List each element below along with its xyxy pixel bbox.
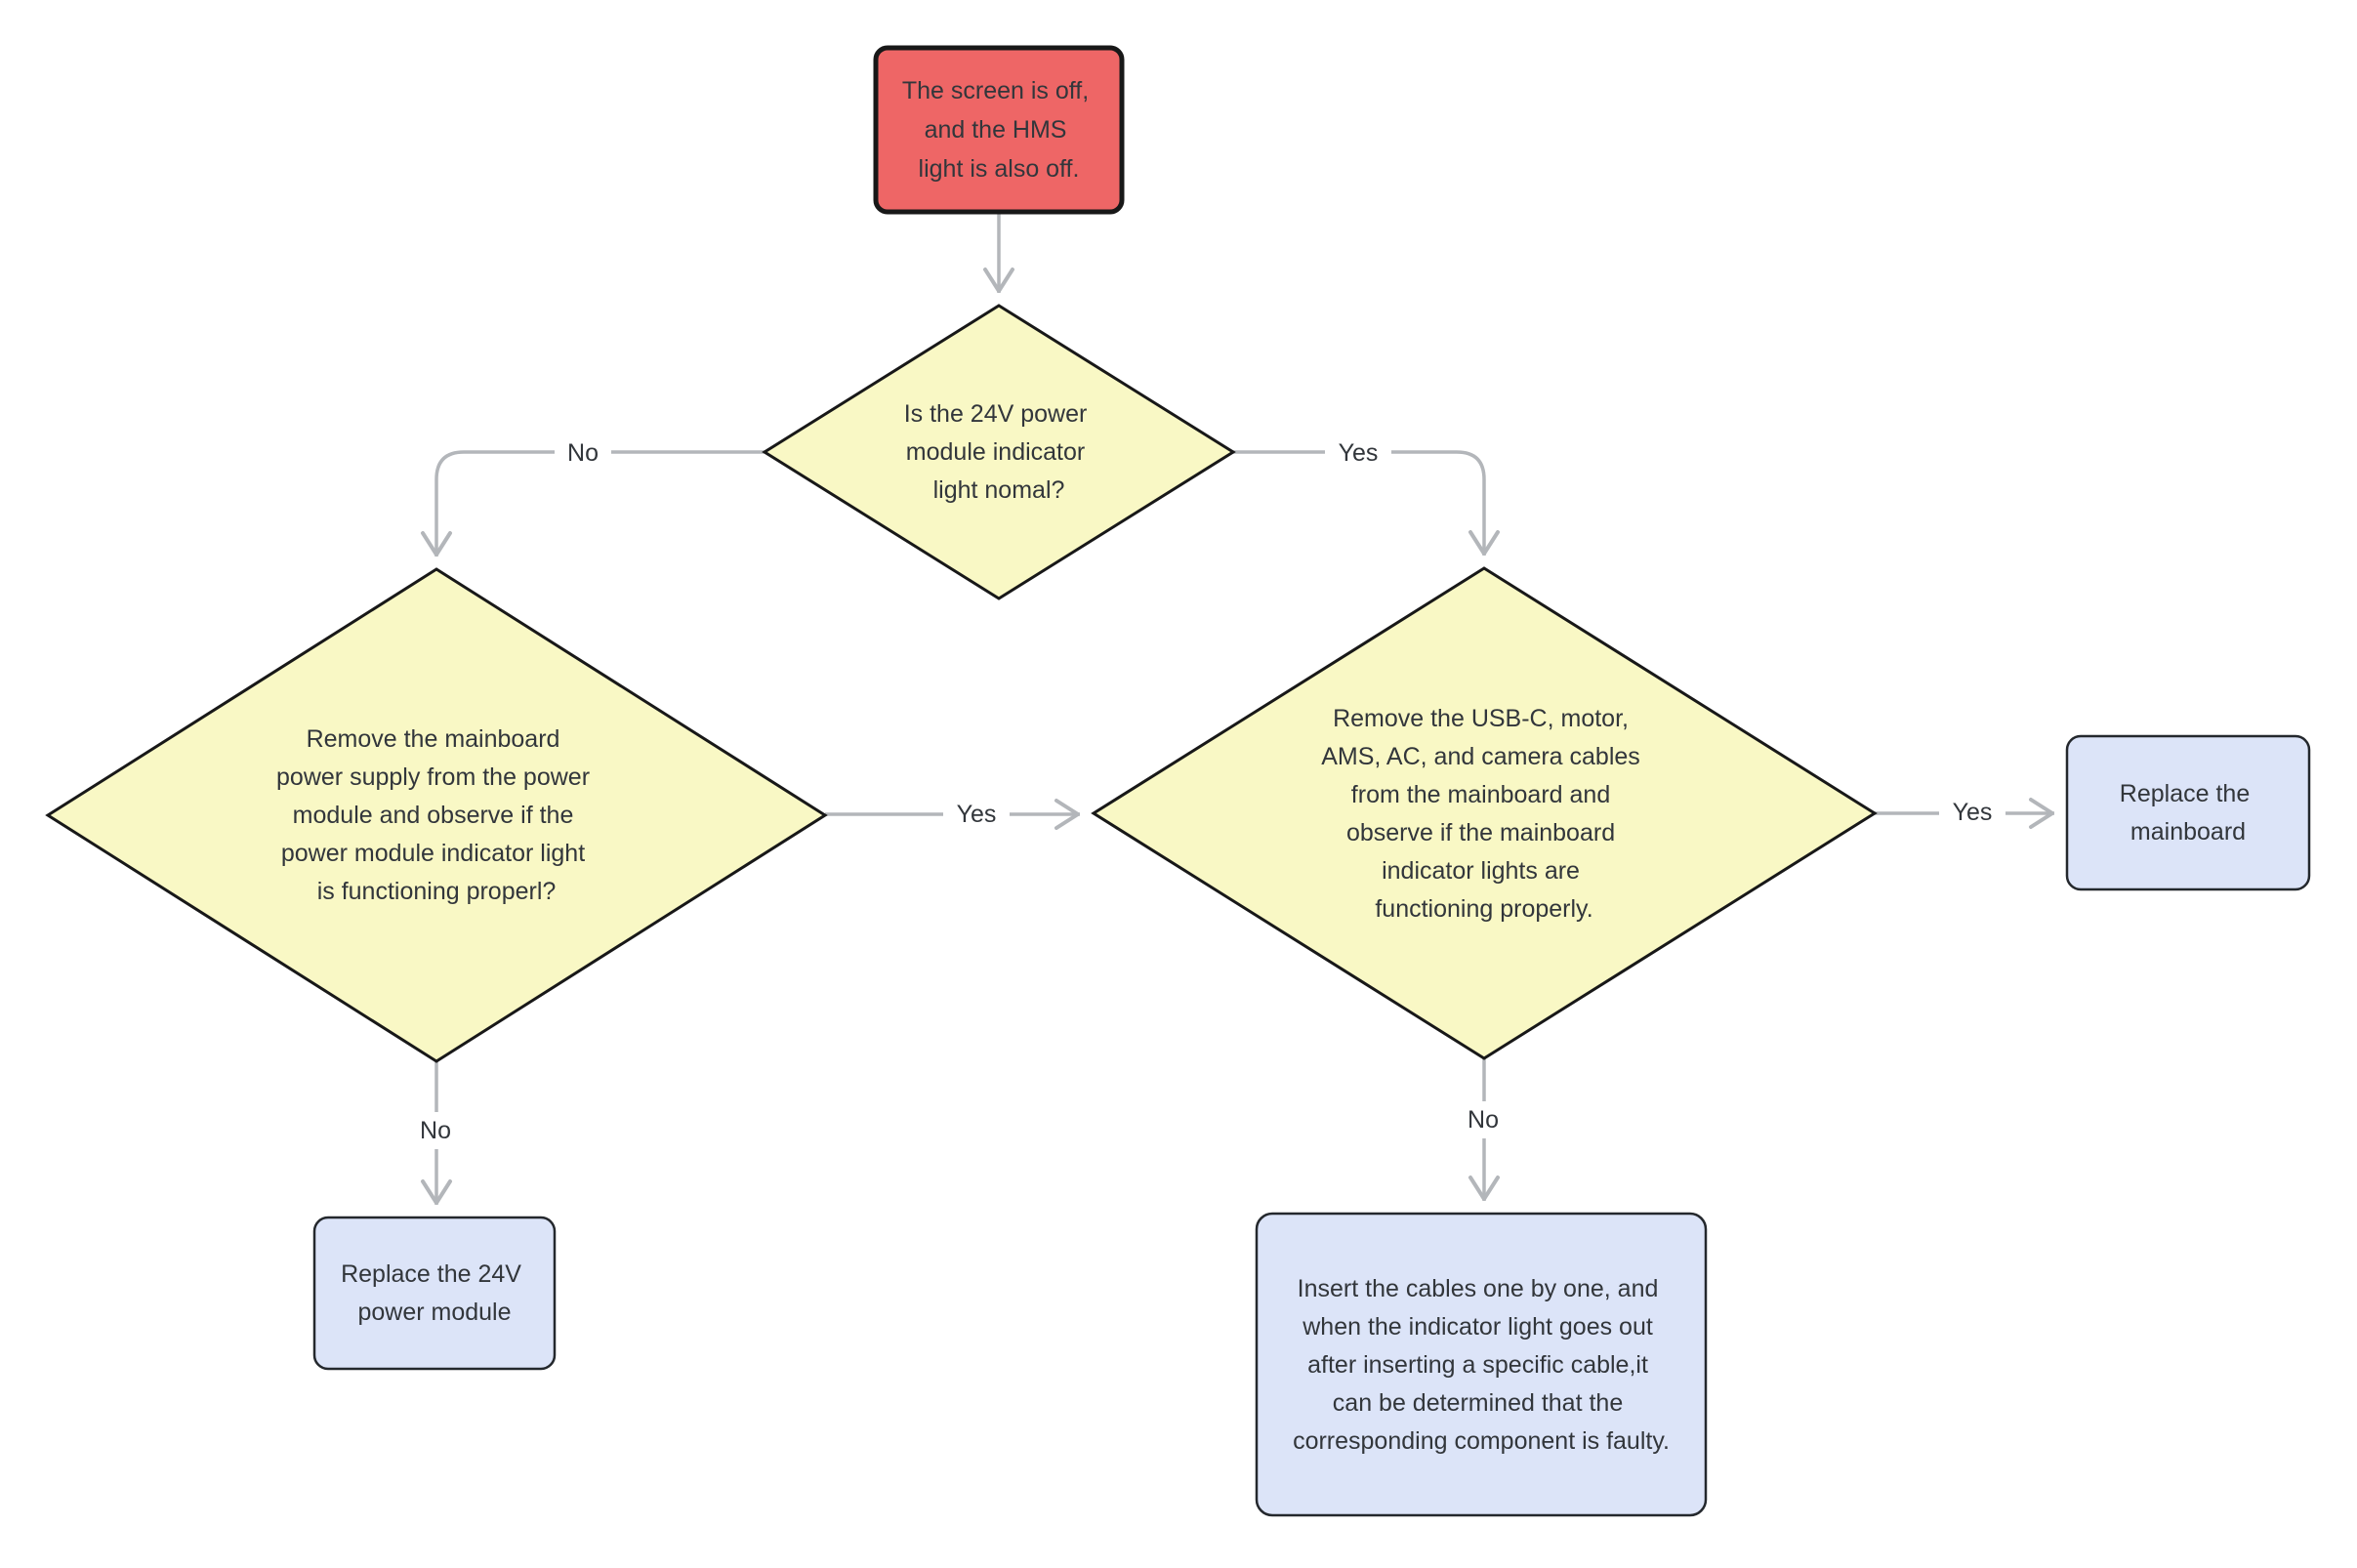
node-decision-cables: Remove the USB-C, motor, AMS, AC, and ca… [1091,566,1878,1060]
edge-label-bg [555,434,611,472]
node-decision-24v-shape [762,304,1236,600]
node-decision-power-module: Remove the mainboard power supply from t… [45,567,828,1063]
edge-label-bg [1939,794,2006,831]
edge-yes-right [1233,450,1500,556]
node-decision-24v-label: Is the 24V power module indicator light … [904,400,1095,504]
edges [421,212,2054,1205]
node-screen-off: The screen is off, and the HMS light is … [873,45,1125,215]
node-decision-power-module-label: Remove the mainboard power supply from t… [276,725,597,905]
node-decision-cables-label: Remove the USB-C, motor, AMS, AC, and ca… [1321,705,1647,923]
edge-no-left [421,450,765,557]
node-replace-mainboard-label: Replace the mainboard [2120,780,2256,846]
edge-label-no-bottom-right: No [1468,1106,1499,1134]
edge-label-no-left: No [567,439,599,467]
edge-label-yes-right: Yes [1339,439,1379,467]
node-insert-cables: Insert the cables one by one, and when t… [1255,1212,1708,1517]
edge-label-bg [943,796,1010,833]
edge-label-bg [407,1112,464,1149]
node-replace-24v-label: Replace the 24V power module [341,1260,528,1326]
node-screen-off-label: The screen is off, and the HMS light is … [902,77,1096,183]
node-decision-power-module-shape [45,567,828,1063]
node-replace-mainboard-shape [2065,734,2311,891]
edge-label-yes-far-right: Yes [1953,799,1993,826]
edge-label-yes-middle: Yes [957,801,997,828]
edge-labels: No Yes Yes No No Yes [407,434,2006,1149]
node-decision-24v: Is the 24V power module indicator light … [762,304,1236,600]
node-replace-24v: Replace the 24V power module [312,1216,557,1371]
node-replace-24v-shape [312,1216,557,1371]
edge-label-bg [1455,1101,1511,1138]
node-screen-off-shape [873,45,1125,215]
node-replace-mainboard: Replace the mainboard [2065,734,2311,891]
edge-label-no-bottom-left: No [420,1117,451,1144]
edge-label-bg [1325,434,1391,472]
node-insert-cables-label: Insert the cables one by one, and when t… [1293,1275,1670,1455]
node-insert-cables-shape [1255,1212,1708,1517]
node-decision-cables-shape [1091,566,1878,1060]
